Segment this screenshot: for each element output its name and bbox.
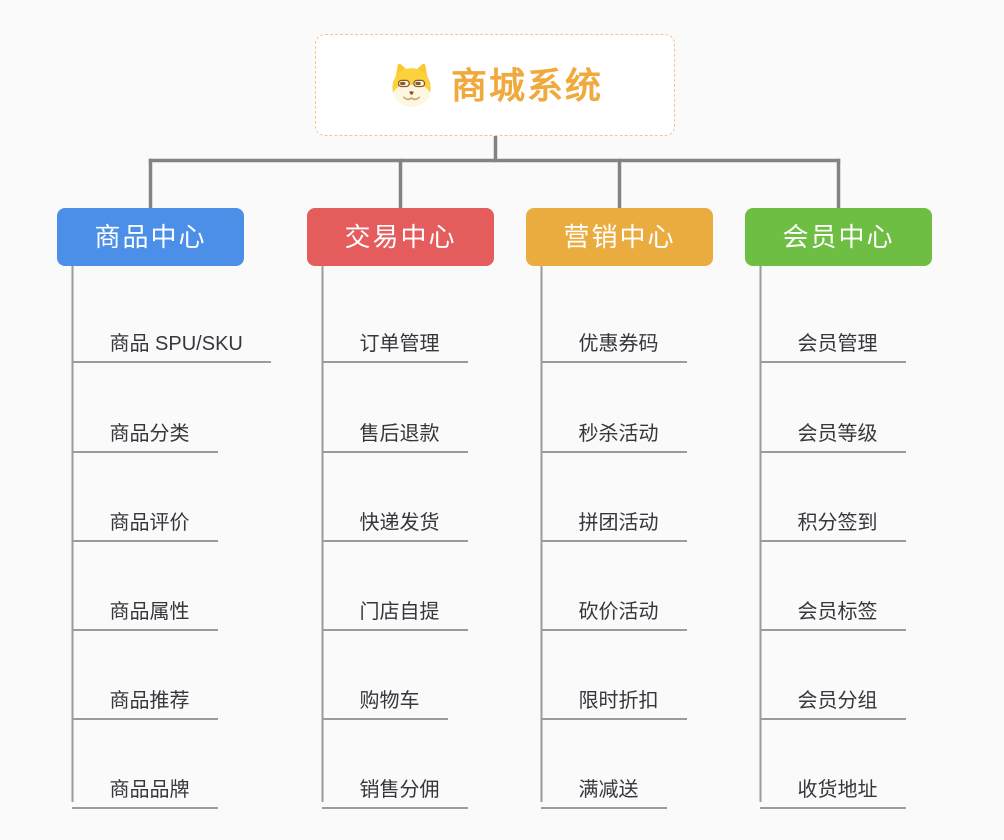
leaf-node[interactable]: 会员等级 bbox=[759, 404, 906, 453]
leaf-label: 收货地址 bbox=[797, 779, 878, 801]
branch-label: 商品中心 bbox=[94, 222, 207, 252]
leaf-label: 商品分类 bbox=[109, 423, 190, 445]
leaf-node[interactable]: 限时折扣 bbox=[540, 671, 687, 720]
leaf-node[interactable]: 售后退款 bbox=[321, 404, 468, 453]
leaf-node[interactable]: 订单管理 bbox=[321, 314, 468, 363]
leaf-node[interactable]: 商品 SPU/SKU bbox=[71, 314, 271, 363]
leaf-node[interactable]: 秒杀活动 bbox=[540, 404, 687, 453]
leaf-node[interactable]: 快递发货 bbox=[321, 493, 468, 542]
leaf-node[interactable]: 拼团活动 bbox=[540, 493, 687, 542]
dog-face-icon bbox=[387, 62, 437, 108]
leaf-node[interactable]: 商品分类 bbox=[71, 404, 218, 453]
leaf-label: 会员等级 bbox=[797, 423, 878, 445]
leaf-node[interactable]: 砍价活动 bbox=[540, 582, 687, 631]
leaf-node[interactable]: 会员标签 bbox=[759, 582, 906, 631]
leaf-label: 商品 SPU/SKU bbox=[109, 333, 243, 355]
branch-node[interactable]: 交易中心 bbox=[307, 208, 494, 266]
leaf-label: 会员分组 bbox=[797, 690, 878, 712]
leaf-node[interactable]: 销售分佣 bbox=[321, 760, 468, 809]
branch-node[interactable]: 营销中心 bbox=[526, 208, 713, 266]
leaf-label: 限时折扣 bbox=[578, 690, 659, 712]
leaf-label: 砍价活动 bbox=[578, 601, 659, 623]
leaf-label: 会员标签 bbox=[797, 601, 878, 623]
leaf-label: 购物车 bbox=[359, 690, 420, 712]
leaf-label: 秒杀活动 bbox=[578, 423, 659, 445]
leaf-label: 商品评价 bbox=[109, 512, 190, 534]
leaf-label: 商品推荐 bbox=[109, 690, 190, 712]
leaf-label: 快递发货 bbox=[359, 512, 440, 534]
leaf-node[interactable]: 收货地址 bbox=[759, 760, 906, 809]
leaf-label: 会员管理 bbox=[797, 333, 878, 355]
leaf-node[interactable]: 商品推荐 bbox=[71, 671, 218, 720]
root-title: 商城系统 bbox=[450, 65, 603, 106]
leaf-node[interactable]: 购物车 bbox=[321, 671, 448, 720]
leaf-label: 商品属性 bbox=[109, 601, 190, 623]
leaf-label: 优惠券码 bbox=[578, 333, 659, 355]
branch-node[interactable]: 商品中心 bbox=[57, 208, 244, 266]
leaf-node[interactable]: 商品品牌 bbox=[71, 760, 218, 809]
leaf-node[interactable]: 优惠券码 bbox=[540, 314, 687, 363]
leaf-node[interactable]: 门店自提 bbox=[321, 582, 468, 631]
branch-label: 会员中心 bbox=[782, 222, 895, 252]
branch-node[interactable]: 会员中心 bbox=[745, 208, 932, 266]
tree-connectors bbox=[148, 135, 841, 210]
branch-label: 营销中心 bbox=[563, 222, 676, 252]
leaf-label: 满减送 bbox=[578, 779, 639, 801]
branch-label: 交易中心 bbox=[344, 222, 457, 252]
leaf-label: 订单管理 bbox=[359, 333, 440, 355]
leaf-node[interactable]: 会员分组 bbox=[759, 671, 906, 720]
leaf-node[interactable]: 商品评价 bbox=[71, 493, 218, 542]
leaf-label: 商品品牌 bbox=[109, 779, 190, 801]
leaf-label: 积分签到 bbox=[797, 512, 878, 534]
leaf-label: 拼团活动 bbox=[578, 512, 659, 534]
leaf-label: 售后退款 bbox=[359, 423, 440, 445]
leaf-label: 销售分佣 bbox=[359, 779, 440, 801]
leaf-node[interactable]: 会员管理 bbox=[759, 314, 906, 363]
leaf-label: 门店自提 bbox=[359, 601, 440, 623]
leaf-node[interactable]: 积分签到 bbox=[759, 493, 906, 542]
root-node[interactable]: 商城系统 bbox=[315, 34, 675, 136]
leaf-node[interactable]: 满减送 bbox=[540, 760, 667, 809]
leaf-node[interactable]: 商品属性 bbox=[71, 582, 218, 631]
